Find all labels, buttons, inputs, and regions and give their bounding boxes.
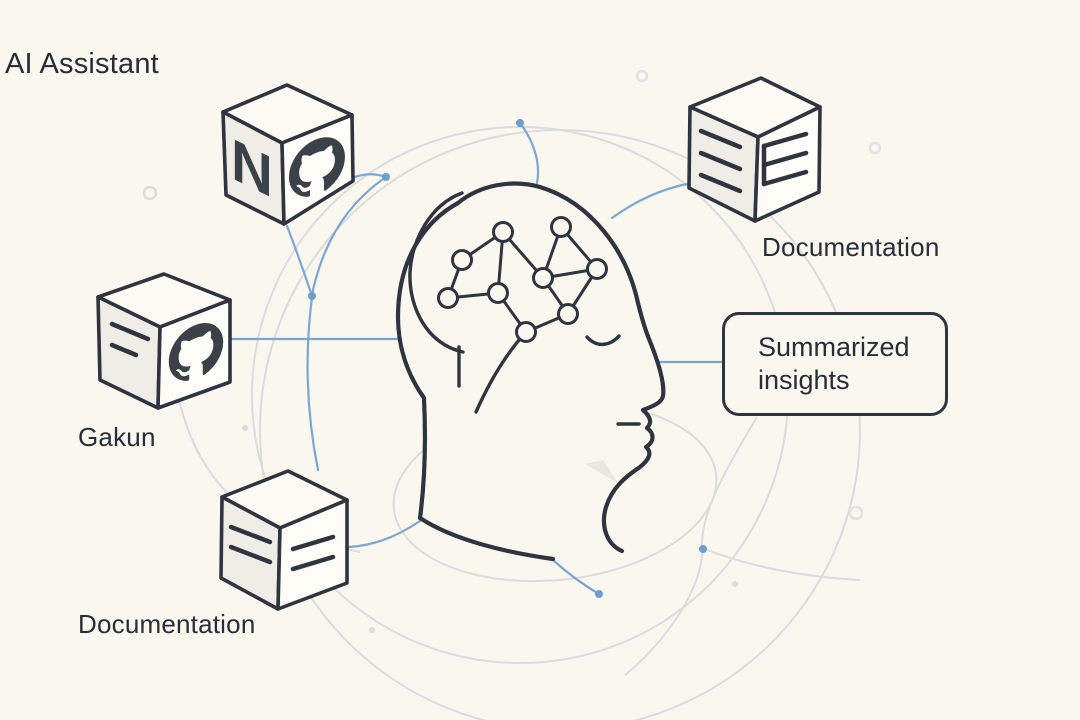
documentation-top-label: Documentation bbox=[762, 232, 940, 262]
page-title: AI Assistant bbox=[5, 48, 159, 80]
github-icon bbox=[168, 323, 224, 381]
closed-eye bbox=[585, 334, 621, 347]
brain-outline bbox=[408, 191, 465, 354]
text-lines-icon bbox=[109, 321, 151, 358]
documentation-bottom-label: Documentation bbox=[78, 609, 256, 639]
notion-github-cube: N bbox=[221, 83, 355, 226]
head-profile bbox=[395, 181, 666, 562]
text-lines-icon bbox=[698, 128, 743, 194]
text-lines-icon bbox=[228, 524, 336, 572]
summarized-insights-text: Summarized insights bbox=[758, 332, 910, 395]
summarized-insights-box: Summarized insights bbox=[722, 312, 948, 416]
connector-dots bbox=[308, 119, 707, 598]
head-outline bbox=[395, 181, 666, 562]
gakun-cube bbox=[96, 272, 232, 410]
document-e-icon bbox=[761, 131, 809, 187]
github-icon bbox=[289, 137, 345, 197]
documentation-cube-bottom bbox=[219, 469, 349, 611]
gakun-label: Gakun bbox=[78, 422, 156, 452]
connector-lines bbox=[230, 121, 724, 596]
decor-dots bbox=[142, 69, 882, 633]
jaw-shade bbox=[585, 460, 618, 483]
documentation-cube-top bbox=[687, 76, 822, 223]
brain-network bbox=[437, 216, 608, 343]
